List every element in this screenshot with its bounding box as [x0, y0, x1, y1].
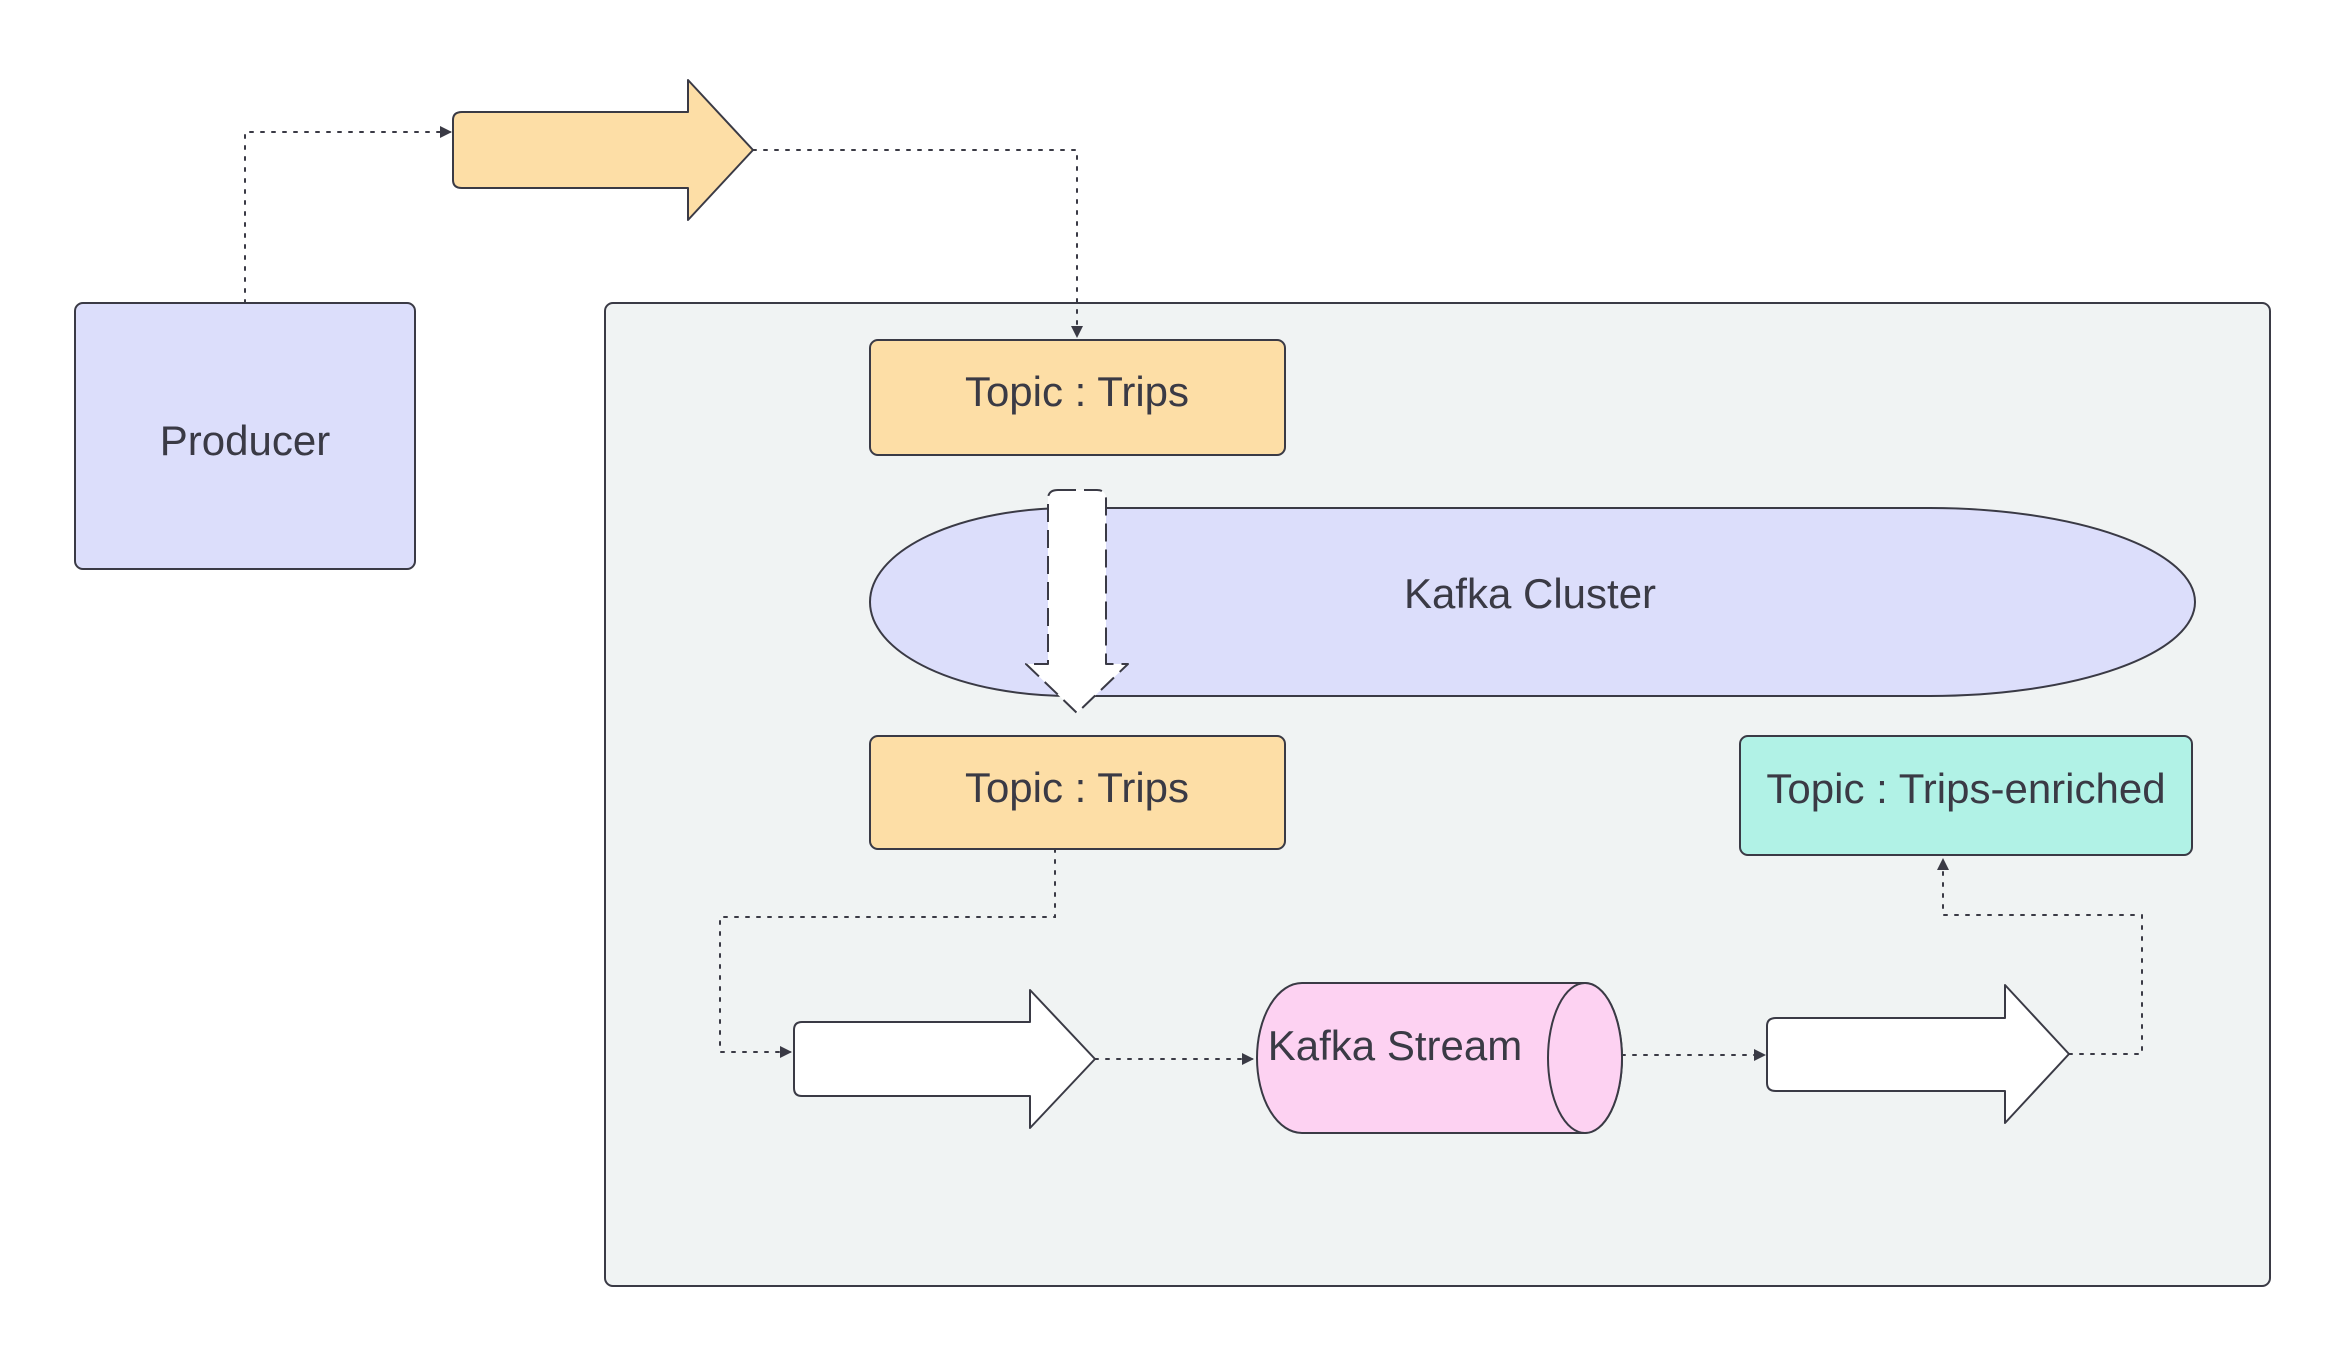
producer-block-arrow[interactable]	[452, 79, 754, 221]
topic-trips-enriched-label: Topic : Trips-enriched	[1766, 765, 2165, 812]
topic-trips-bottom-label: Topic : Trips	[965, 764, 1189, 811]
topic-trips-bottom-box[interactable]	[869, 735, 1286, 850]
kafka-stream-label: Kafka Stream	[1268, 1022, 1522, 1069]
kafka-stream-cylinder-cap	[1547, 982, 1623, 1134]
topic-trips-top-box[interactable]	[869, 339, 1286, 456]
topic-to-stream-input-connector	[719, 848, 1056, 1058]
stream-input-block-arrow[interactable]	[793, 989, 1096, 1129]
topic-replication-down-arrow	[1025, 489, 1129, 714]
producer-label: Producer	[160, 417, 330, 464]
producer-to-arrow-connector	[244, 126, 452, 304]
kafka-cluster-label: Kafka Cluster	[1404, 570, 1656, 617]
topic-trips-top-label: Topic : Trips	[965, 368, 1189, 415]
kafka-cluster-ellipse[interactable]	[869, 507, 2196, 697]
stream-output-block-arrow[interactable]	[1766, 984, 2070, 1124]
topic-trips-enriched-box[interactable]	[1739, 735, 2193, 856]
output-to-enriched-connector	[1937, 858, 2143, 1055]
